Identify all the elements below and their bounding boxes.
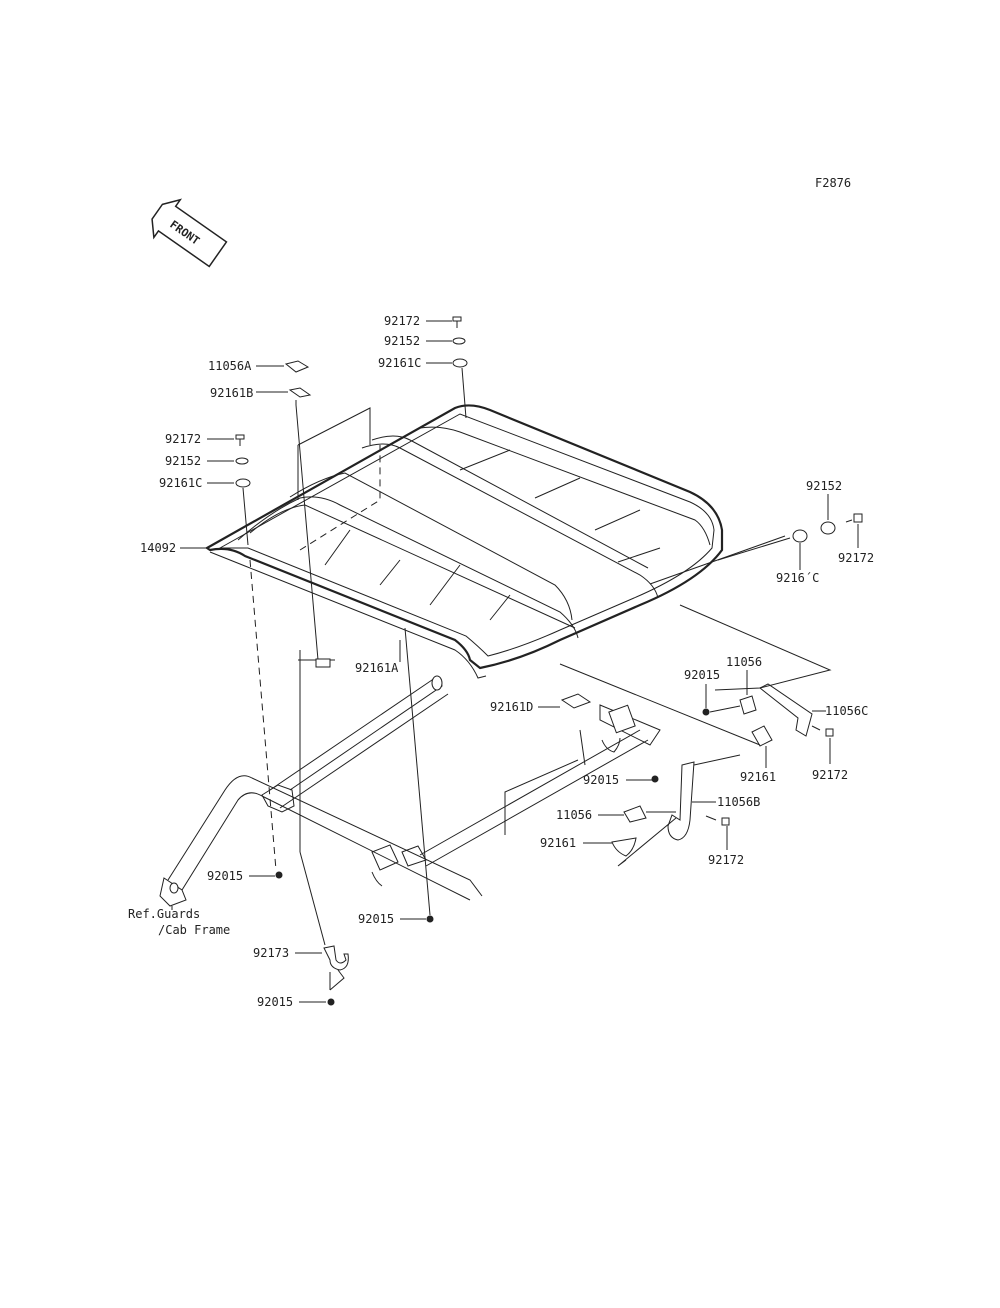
label-11056-b: 11056 xyxy=(556,808,592,822)
label-92172-top: 92172 xyxy=(384,314,420,328)
label-92152-top: 92152 xyxy=(384,334,420,348)
nut-92015-e-icon xyxy=(327,998,335,1006)
label-92015-c: 92015 xyxy=(207,869,243,883)
pad-92161C-right-icon xyxy=(792,529,808,543)
label-92161-a: 92161 xyxy=(740,770,776,784)
label-92015-d: 92015 xyxy=(358,912,394,926)
label-11056-a: 11056 xyxy=(726,655,762,669)
label-14092: 14092 xyxy=(140,541,176,555)
bracket-11056C-icon xyxy=(759,683,813,737)
washer-92152-top-icon xyxy=(452,337,466,345)
washer-92152-right-icon xyxy=(820,521,836,535)
rear-crossbar xyxy=(261,675,449,813)
bolt-92172-b-icon xyxy=(825,728,834,737)
pad-92161-a-icon xyxy=(751,725,773,747)
label-92161D: 92161D xyxy=(490,700,533,714)
label-92161A: 92161A xyxy=(355,661,399,675)
label-92015-e: 92015 xyxy=(257,995,293,1009)
ref-guards-label: Ref.Guards xyxy=(128,907,200,921)
ref-cab-frame-label: /Cab Frame xyxy=(158,923,230,937)
label-92152-left: 92152 xyxy=(165,454,201,468)
bracket-11056A-icon xyxy=(284,360,310,373)
pad-92161C-top-icon xyxy=(452,358,468,368)
bracket-11056B-icon xyxy=(667,761,695,841)
bolt-92172-c-icon xyxy=(721,817,730,826)
pad-92161D-icon xyxy=(560,693,592,709)
label-92172-right: 92172 xyxy=(838,551,874,565)
front-arrow-icon: FRONT xyxy=(151,198,228,268)
label-92173: 92173 xyxy=(253,946,289,960)
label-92152-right: 92152 xyxy=(806,479,842,493)
clamp-92173-icon xyxy=(323,945,349,971)
bolt-92172-right-icon xyxy=(845,513,863,523)
cab-frame-tube xyxy=(159,775,483,907)
figure-code: F2876 xyxy=(815,176,851,190)
label-92172-left: 92172 xyxy=(165,432,201,446)
bolt-92172-top-icon xyxy=(452,316,462,328)
label-11056A: 11056A xyxy=(208,359,252,373)
label-11056B: 11056B xyxy=(717,795,760,809)
roof-panel xyxy=(204,404,724,679)
label-92161C-left: 92161C xyxy=(159,476,202,490)
pad-92161C-left-icon xyxy=(235,478,251,488)
nut-92015-c-icon xyxy=(275,871,283,879)
label-92161-b: 92161 xyxy=(540,836,576,850)
pad-92161B-icon xyxy=(288,387,312,398)
label-92015-b: 92015 xyxy=(583,773,619,787)
nut-92015-b-icon xyxy=(651,775,659,783)
pad-92161-b-icon xyxy=(611,837,637,857)
label-11056C: 11056C xyxy=(825,704,868,718)
label-92172-c: 92172 xyxy=(708,853,744,867)
label-92161C-top: 92161C xyxy=(378,356,421,370)
label-92172-b: 92172 xyxy=(812,768,848,782)
nut-92015-a-icon xyxy=(702,708,710,716)
pad-92161B-lower-icon xyxy=(315,658,331,668)
label-92161B: 92161B xyxy=(210,386,253,400)
label-92015-a: 92015 xyxy=(684,668,720,682)
bracket-11056-a-icon xyxy=(739,695,757,715)
washer-92152-left-icon xyxy=(235,457,249,465)
nut-92015-d-icon xyxy=(426,915,434,923)
label-92161C-right: 9216´C xyxy=(776,571,819,585)
bolt-92172-left-icon xyxy=(235,434,245,446)
bracket-11056-b-icon xyxy=(623,805,647,823)
front-crossbar xyxy=(419,704,661,867)
